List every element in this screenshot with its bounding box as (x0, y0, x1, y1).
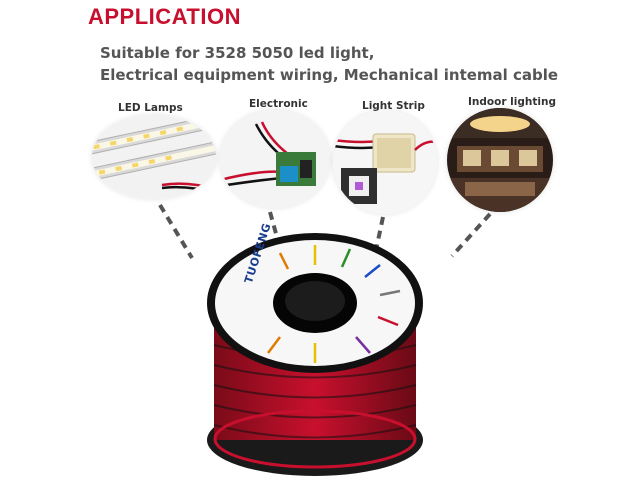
subtitle-line-1: Suitable for 3528 5050 led light, (100, 44, 375, 62)
application-heading: APPLICATION (88, 4, 241, 29)
label-electronic: Electronic (249, 98, 308, 110)
label-led-lamps: LED Lamps (118, 102, 183, 114)
label-indoor-lighting: Indoor lighting (468, 96, 556, 108)
indoor-lighting-image (447, 108, 553, 212)
subtitle-line-2: Electrical equipment wiring, Mechanical … (100, 66, 559, 84)
label-light-strip: Light Strip (362, 100, 425, 112)
light-strip-image (333, 110, 437, 214)
wire-spool-image (200, 225, 430, 480)
led-lamps-image (92, 115, 216, 199)
electronic-image (220, 110, 330, 208)
